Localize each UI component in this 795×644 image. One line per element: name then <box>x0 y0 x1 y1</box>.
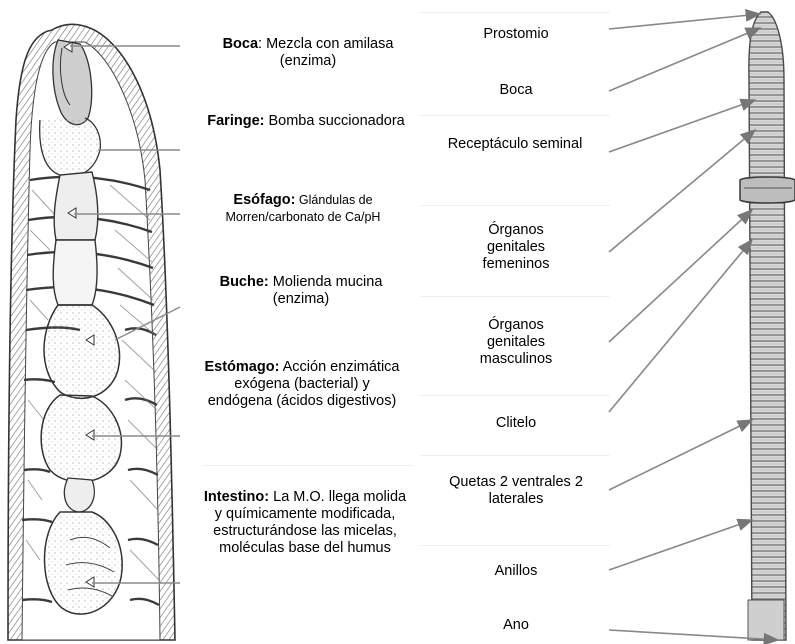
part-organos-femeninos: Órganos genitales femeninos <box>470 222 562 273</box>
part-quetas: Quetas 2 ventrales 2 laterales <box>432 474 600 508</box>
divider <box>203 465 413 466</box>
divider <box>420 296 610 297</box>
divider <box>420 12 610 13</box>
term: Intestino: <box>204 489 269 505</box>
part-clitelo: Clitelo <box>425 415 607 432</box>
label-esofago-desc: Esófago: Glándulas de Morren/carbonato d… <box>203 192 403 226</box>
divider <box>420 545 610 546</box>
label-faringe-desc: Faringe: Bomba succionadora <box>203 113 409 130</box>
term: Esófago: <box>233 192 295 208</box>
part-ano: Ano <box>425 617 607 634</box>
part-anillos: Anillos <box>425 563 607 580</box>
term: Faringe: <box>207 113 264 129</box>
part-prostomio: Prostomio <box>425 26 607 43</box>
part-boca: Boca <box>425 82 607 99</box>
description: Bomba succionadora <box>264 113 404 129</box>
description: Molienda mucina (enzima) <box>269 274 383 307</box>
internal-anatomy-drawing <box>8 24 175 640</box>
divider <box>420 115 610 116</box>
label-boca-desc: Boca: Mezcla con amilasa (enzima) <box>203 36 413 70</box>
external-worm-drawing <box>740 12 795 640</box>
term: Boca <box>223 36 258 52</box>
term: Estómago: <box>204 359 279 375</box>
divider <box>420 455 610 456</box>
part-receptaculo-seminal: Receptáculo seminal <box>425 136 605 153</box>
label-buche-desc: Buche: Molienda mucina (enzima) <box>203 274 399 308</box>
term: Buche: <box>220 274 269 290</box>
divider <box>420 205 610 206</box>
part-organos-masculinos: Órganos genitales masculinos <box>470 317 562 368</box>
label-estomago-desc: Estómago: Acción enzimática exógena (bac… <box>203 359 401 410</box>
description: Mezcla con amilasa (enzima) <box>262 36 393 69</box>
divider <box>420 395 610 396</box>
label-intestino-desc: Intestino: La M.O. llega molida y químic… <box>203 489 407 557</box>
